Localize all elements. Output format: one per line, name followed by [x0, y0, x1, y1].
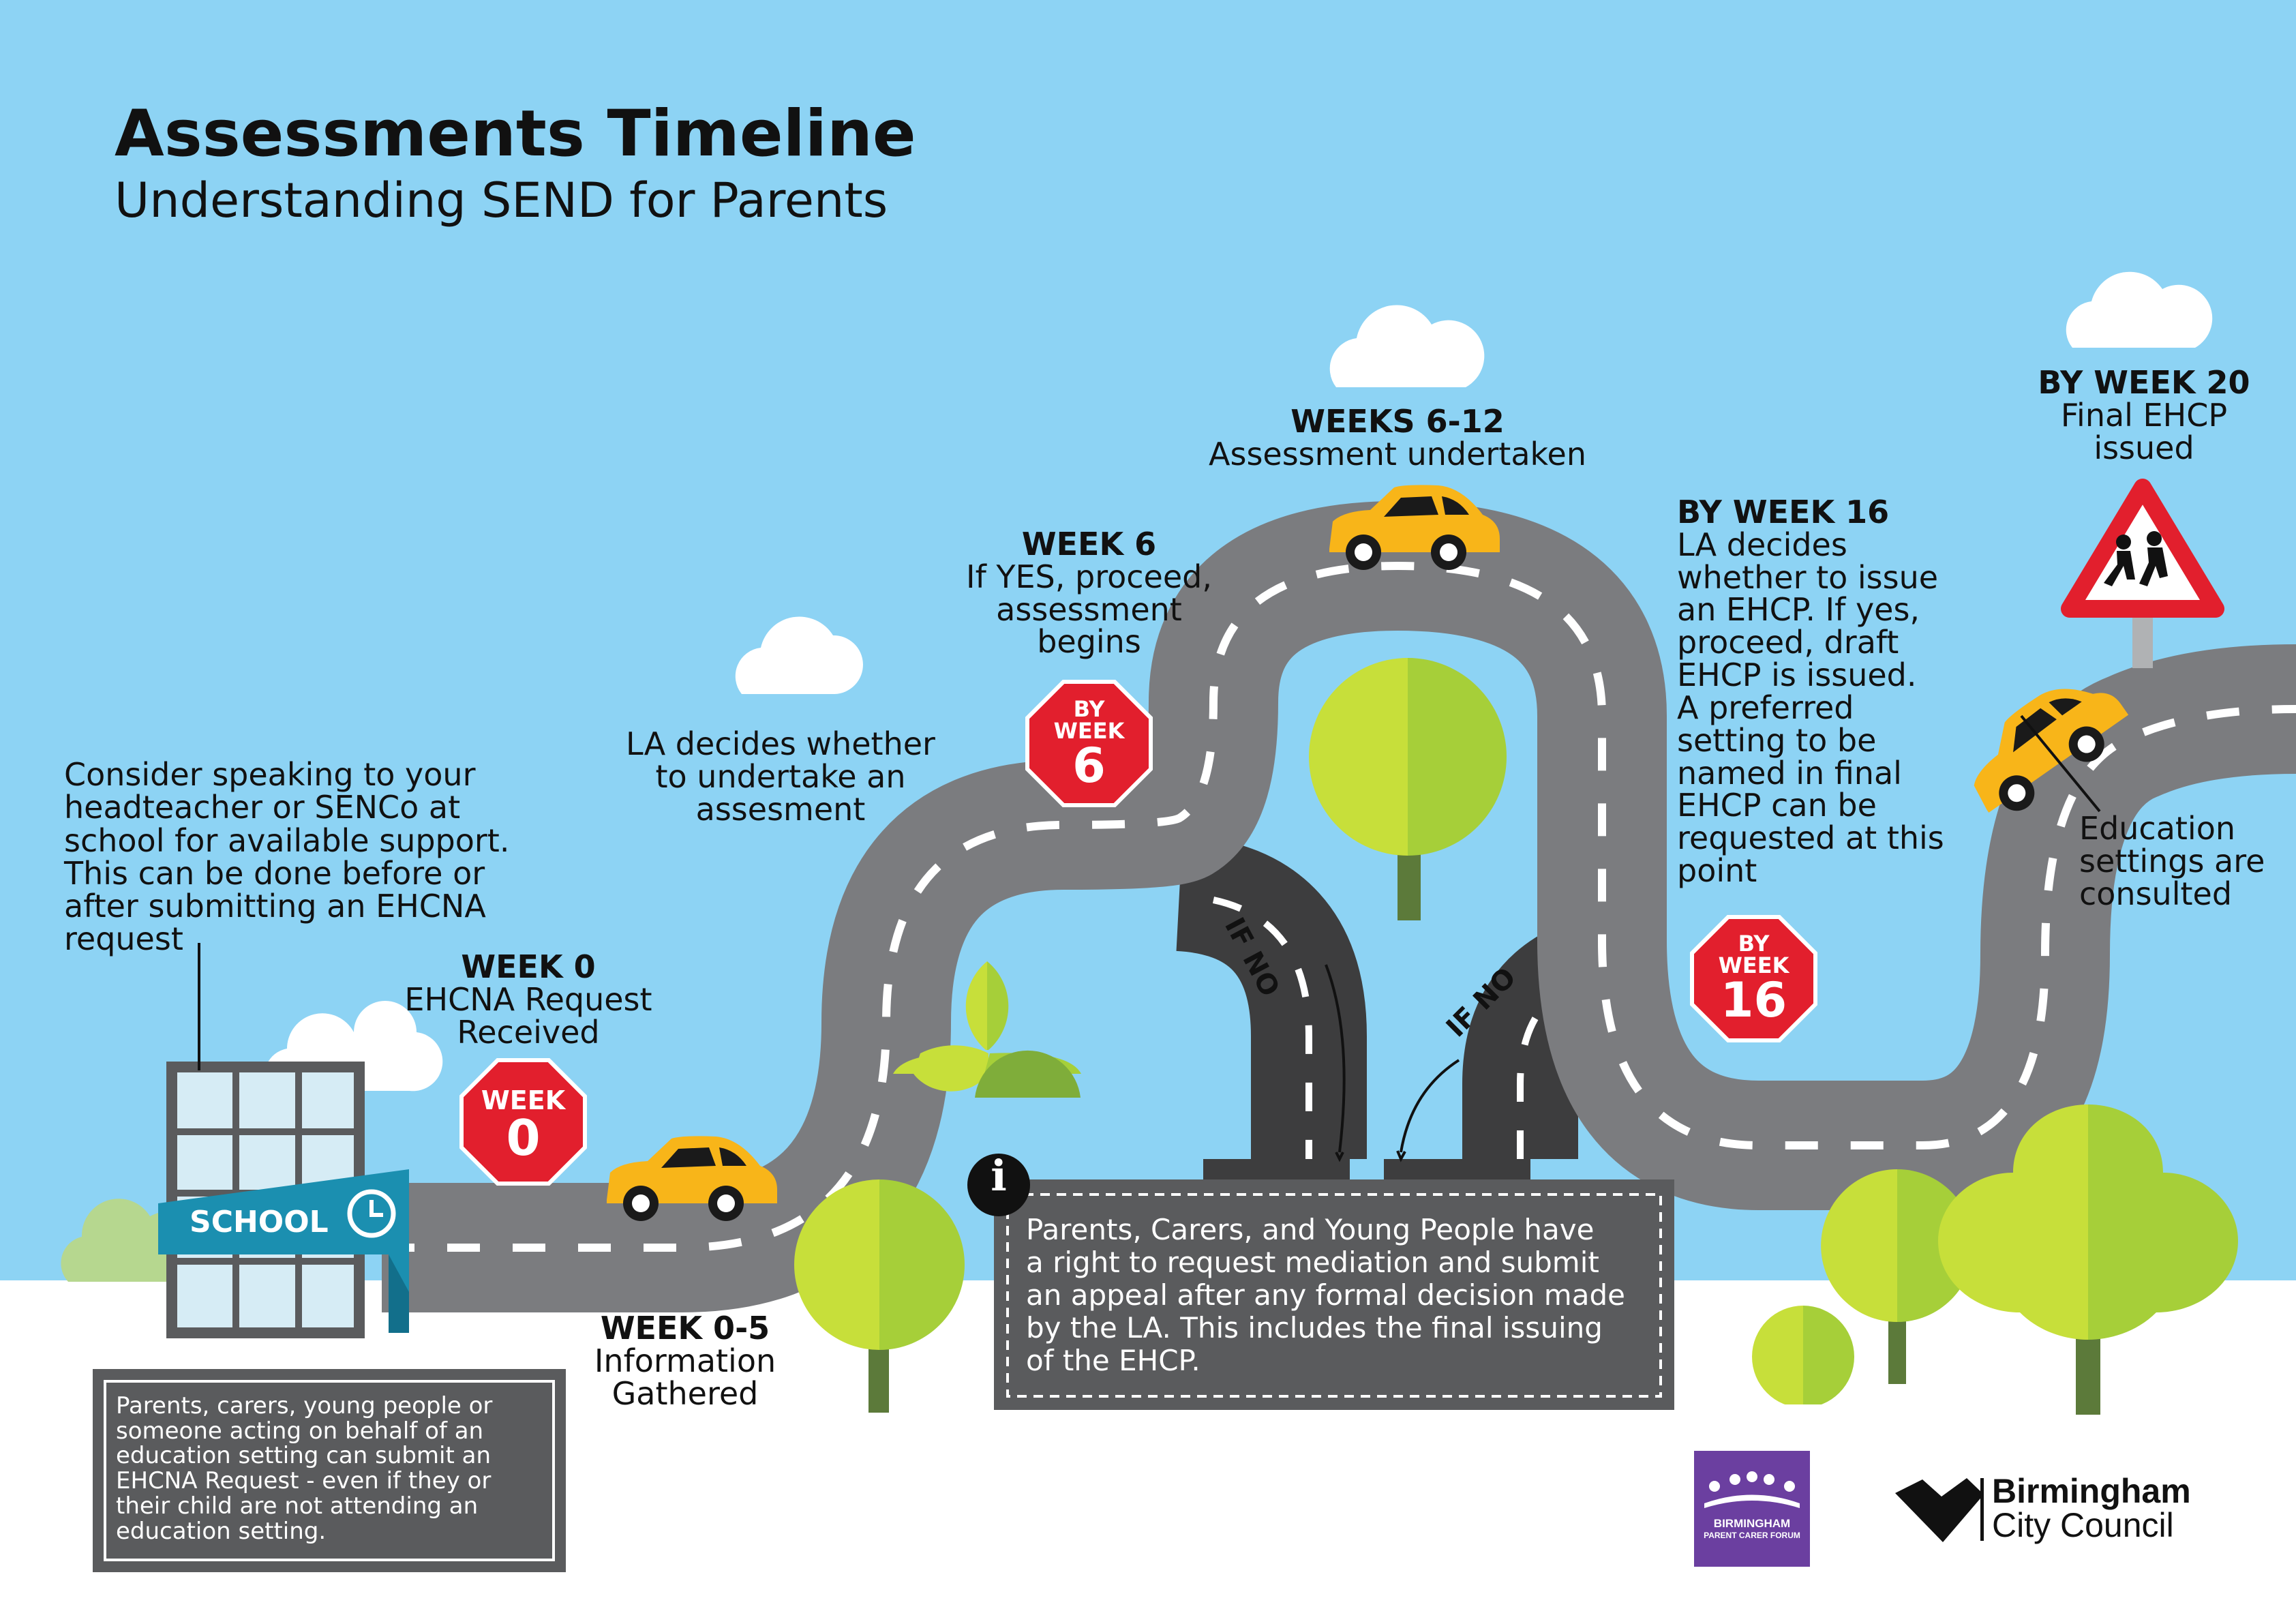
week-20-heading: BY WEEK 20 [2038, 364, 2250, 401]
stop-sign-week-6 [1025, 680, 1153, 807]
page-title: Assessments Timeline [115, 97, 916, 171]
clock-icon [347, 1189, 396, 1238]
bush-icon [1752, 1306, 1854, 1410]
education-settings-note: Education settings are consulted [2079, 810, 2265, 912]
birmingham-council-logo-icon [1895, 1478, 1984, 1542]
school-label: SCHOOL [190, 1205, 329, 1239]
branch-base-left [1203, 1159, 1350, 1179]
week-20-callout: BY WEEK 20 Final EHCP issued [2014, 364, 2274, 466]
week-6-sign-by: BY [1073, 696, 1105, 722]
page-subtitle: Understanding SEND for Parents [115, 172, 888, 228]
bush-icon [893, 961, 1081, 1098]
weeks-6-12-text: Assessment undertaken [1209, 435, 1586, 472]
week-6-callout: WEEK 6 If YES, proceed, assessment begin… [931, 528, 1248, 659]
car-icon [607, 1136, 777, 1221]
bottom-note-background [93, 1369, 566, 1572]
week-6-sign-number: 6 [1072, 738, 1106, 794]
forum-logo-line-2: PARENT CARER FORUM [1704, 1531, 1800, 1541]
tree-icon [1938, 1104, 2238, 1415]
week-0-5-heading: WEEK 0-5 [600, 1310, 770, 1347]
council-logo-text: Birmingham City Council [1992, 1474, 2191, 1542]
council-logo-line-1: Birmingham [1992, 1472, 2191, 1510]
parent-carer-forum-logo [1694, 1451, 1810, 1567]
week-16-text: LA decides whether to issue an EHCP. If … [1677, 526, 1944, 890]
info-box-background [967, 1154, 1674, 1410]
week-0-heading: WEEK 0 [461, 948, 596, 985]
week-16-callout: BY WEEK 16 LA decides whether to issue a… [1677, 496, 1977, 888]
forum-logo-line-1: BIRMINGHAM [1713, 1517, 1791, 1530]
cloud-icon [1329, 305, 1485, 387]
weeks-6-12-heading: WEEKS 6-12 [1290, 403, 1505, 440]
week-0-5-callout: WEEK 0-5 Information Gathered [559, 1312, 811, 1410]
school-building-icon [158, 1062, 409, 1338]
week-0-callout: WEEK 0 EHCNA Request Received [372, 948, 685, 1051]
week-0-sign-number: 0 [506, 1109, 541, 1167]
main-road [382, 501, 2296, 1312]
week-6-heading: WEEK 6 [1021, 526, 1157, 562]
week-16-sign-week: WEEK [1718, 952, 1789, 978]
week-6-sign-label: BY WEEK [1027, 698, 1151, 742]
week-16-sign-by: BY [1738, 931, 1770, 957]
tree-icon [794, 1179, 965, 1413]
weeks-6-12-callout: WEEKS 6-12 Assessment undertaken [1173, 403, 1622, 472]
week-6-sign-week: WEEK [1053, 718, 1125, 744]
children-crossing-sign-icon [2061, 479, 2224, 668]
bottom-note-text: Parents, carers, young people or someone… [116, 1392, 493, 1545]
week-6-text: If YES, proceed, assessment begins [966, 558, 1212, 661]
cloud-icon [735, 616, 863, 694]
week-16-sign-number: 16 [1720, 972, 1787, 1028]
consider-speaking-note: Consider speaking to your headteacher or… [64, 756, 510, 958]
week-0-sign-label: WEEK [481, 1085, 566, 1115]
stop-sign-week-0 [459, 1058, 587, 1186]
branch-base-right [1384, 1159, 1530, 1179]
tree-icon [1309, 658, 1507, 920]
forum-logo-text: BIRMINGHAM PARENT CARER FORUM [1694, 1517, 1810, 1541]
week-16-heading: BY WEEK 16 [1677, 494, 1890, 530]
info-icon: i [991, 1151, 1007, 1201]
week-20-text: Final EHCP issued [2060, 396, 2228, 466]
info-box-text: Parents, Carers, and Young People have a… [1026, 1213, 1625, 1377]
cloud-icon [2066, 271, 2213, 348]
car-icon [1329, 485, 1500, 570]
week-0-text: EHCNA Request Received [404, 980, 652, 1051]
week-16-sign-label: BY WEEK [1692, 933, 1815, 976]
stop-sign-week-16 [1690, 915, 1817, 1042]
week-0-5-text: Information Gathered [594, 1342, 776, 1412]
council-logo-line-2: City Council [1992, 1506, 2174, 1544]
leader-lines [198, 715, 2101, 1162]
la-decides-note: LA decides whether to undertake an asses… [626, 725, 935, 828]
